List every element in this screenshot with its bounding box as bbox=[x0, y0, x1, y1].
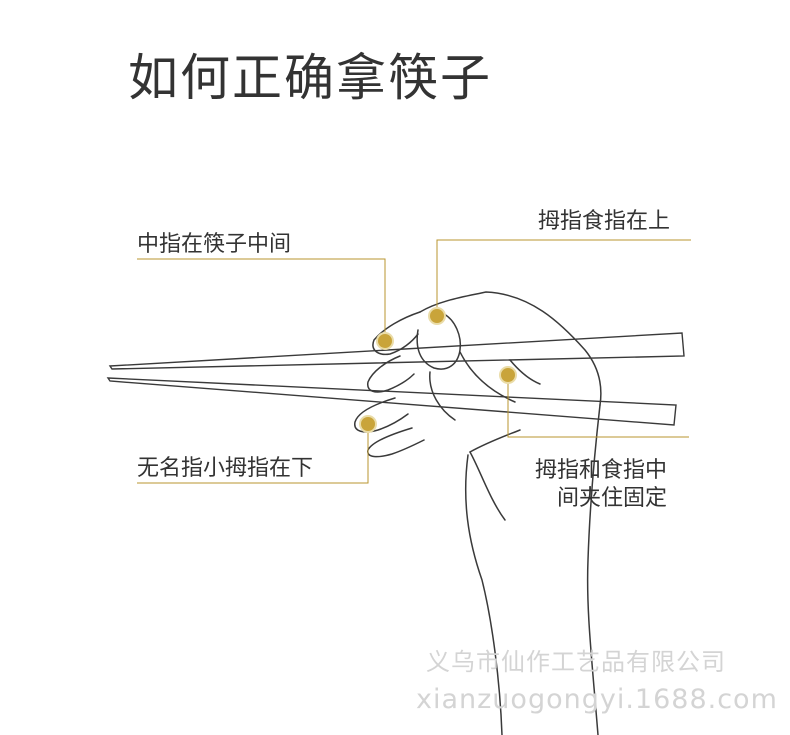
marker-dots bbox=[360, 308, 516, 432]
marker-thumb-index-top bbox=[429, 308, 445, 324]
watermark-site: xianzuogongyi.1688.com bbox=[416, 684, 778, 715]
watermark-company: 义乌市仙作工艺品有限公司 bbox=[426, 642, 726, 677]
marker-thumb-index-clamp bbox=[500, 367, 516, 383]
label-thumb-index-clamp-line2: 间夹住固定 bbox=[557, 480, 667, 512]
label-middle-finger: 中指在筷子中间 bbox=[137, 226, 291, 258]
leader-middle-finger bbox=[137, 259, 385, 340]
marker-middle-finger bbox=[377, 333, 393, 349]
label-thumb-index-top: 拇指食指在上 bbox=[538, 203, 670, 235]
lower-chopstick bbox=[108, 378, 676, 425]
chopsticks bbox=[108, 333, 684, 425]
marker-ring-little bbox=[360, 416, 376, 432]
label-ring-little-bottom: 无名指小拇指在下 bbox=[137, 450, 313, 482]
leader-thumb-index-top bbox=[437, 240, 691, 316]
